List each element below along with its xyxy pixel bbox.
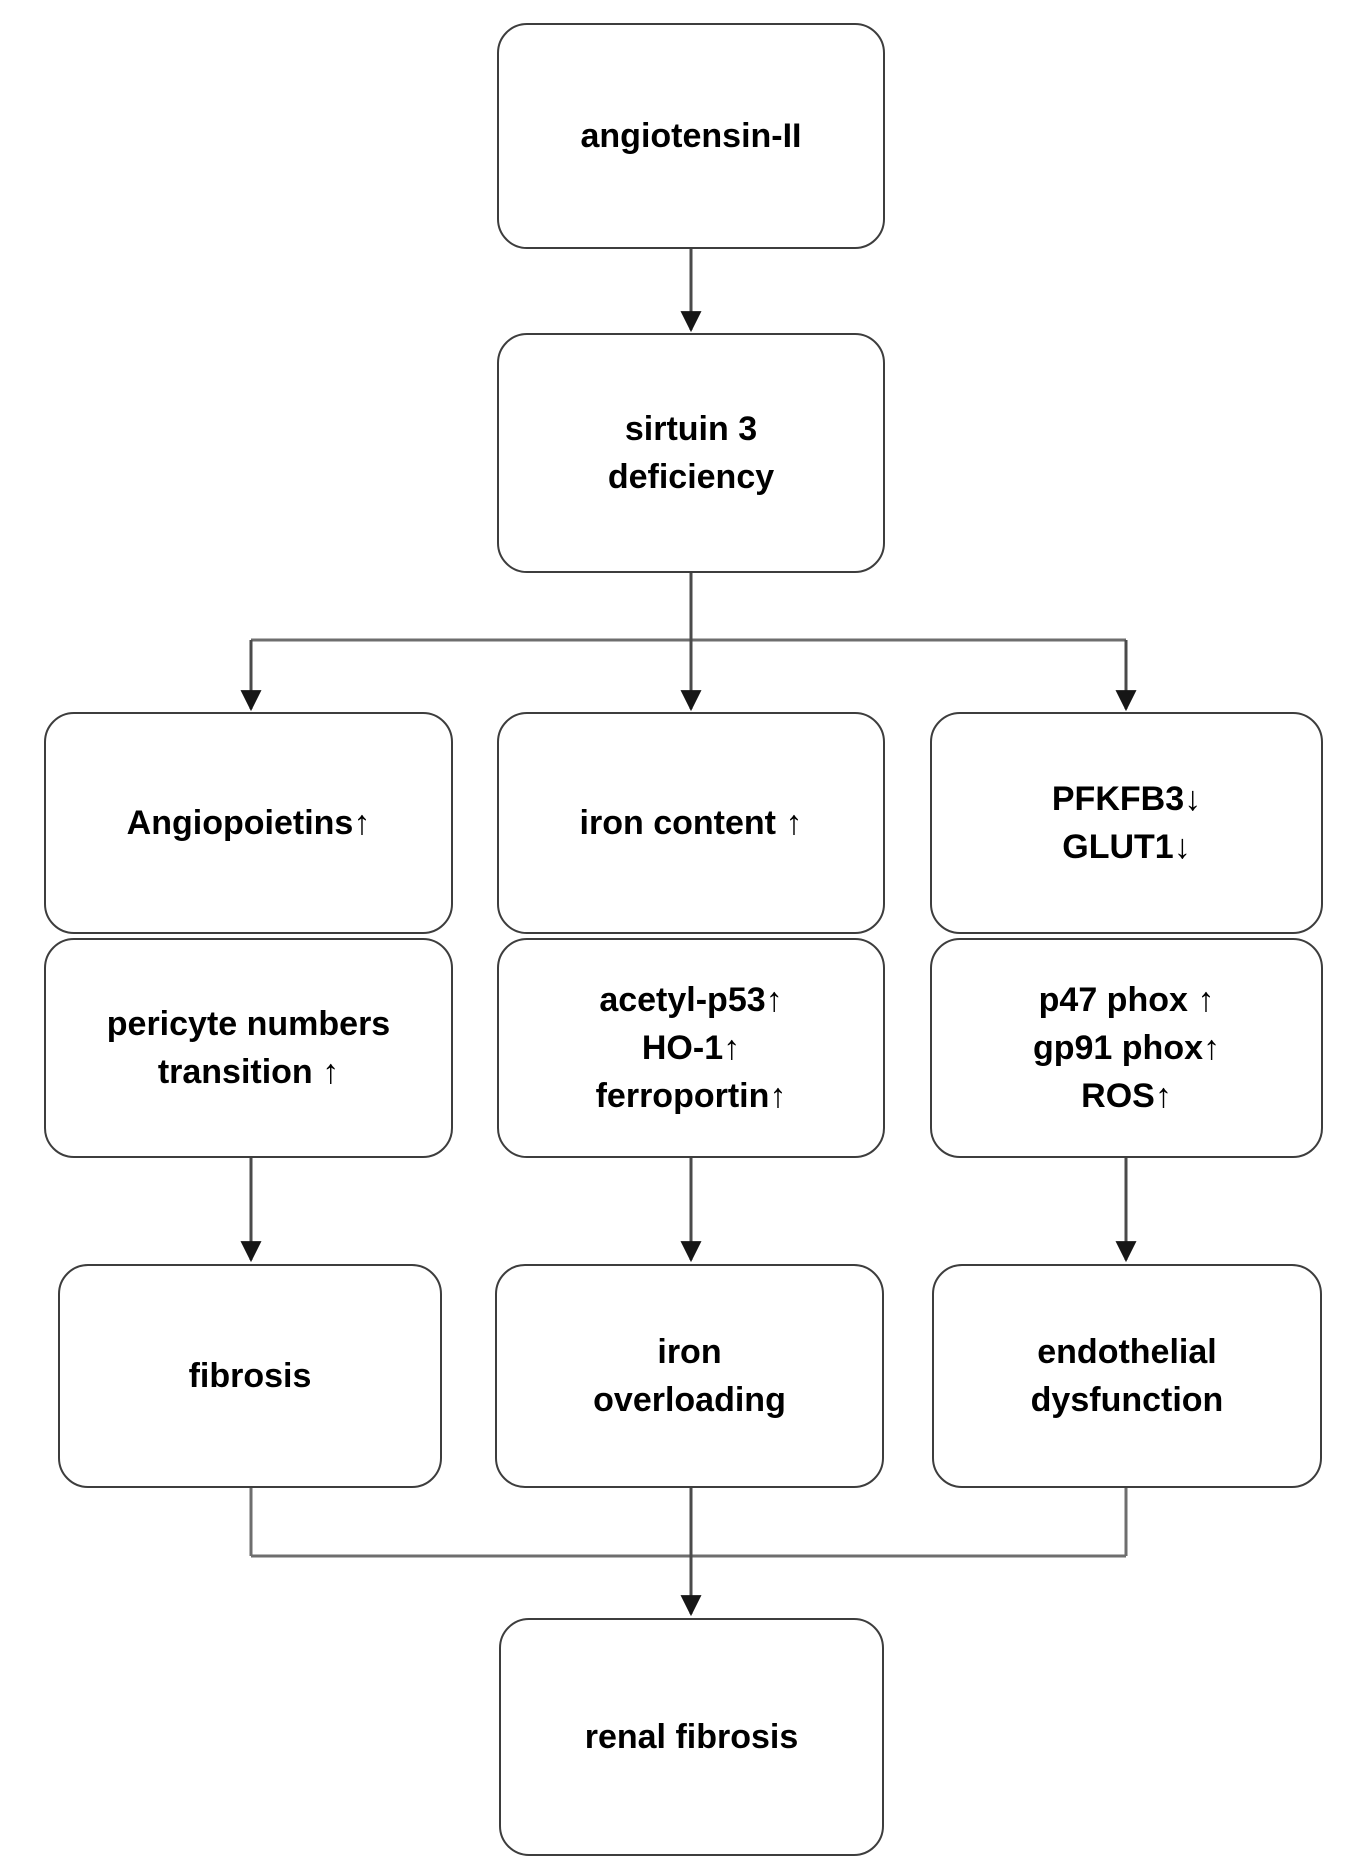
node-iron-overloading: iron overloading bbox=[495, 1264, 884, 1488]
node-endothelial-dysfunction: endothelial dysfunction bbox=[932, 1264, 1322, 1488]
node-iron-content: iron content ↑ bbox=[497, 712, 885, 934]
node-acetyl-ho1-ferroportin: acetyl-p53↑ HO-1↑ ferroportin↑ bbox=[497, 938, 885, 1158]
node-angiopoietins: Angiopoietins↑ bbox=[44, 712, 453, 934]
node-phox-ros: p47 phox ↑ gp91 phox↑ ROS↑ bbox=[930, 938, 1323, 1158]
node-fibrosis: fibrosis bbox=[58, 1264, 442, 1488]
node-pericyte-transition: pericyte numbers transition ↑ bbox=[44, 938, 453, 1158]
node-renal-fibrosis: renal fibrosis bbox=[499, 1618, 884, 1856]
node-pfkfb3-glut1: PFKFB3↓ GLUT1↓ bbox=[930, 712, 1323, 934]
node-sirtuin-deficiency: sirtuin 3 deficiency bbox=[497, 333, 885, 573]
node-angiotensin: angiotensin-II bbox=[497, 23, 885, 249]
